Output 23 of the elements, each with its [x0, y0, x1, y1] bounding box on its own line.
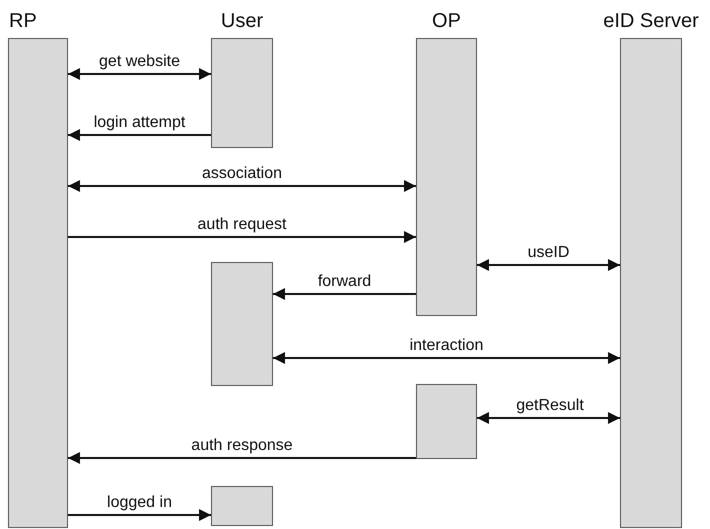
- message-arrow: [68, 509, 211, 521]
- message-arrow: [273, 352, 620, 364]
- message-arrow: [68, 452, 416, 464]
- edge-label: getResult: [514, 397, 586, 415]
- lifeline-heading: OP: [432, 10, 461, 33]
- message-arrow: [68, 68, 211, 80]
- activation-bar: [416, 384, 477, 459]
- message-arrow: [273, 288, 416, 300]
- message-arrow: [68, 180, 416, 192]
- lifeline-heading: eID Server: [603, 10, 699, 33]
- edge-label: login attempt: [92, 114, 188, 132]
- lifeline-heading: RP: [9, 10, 37, 33]
- edge-label: auth request: [196, 216, 288, 234]
- edge-label: auth response: [189, 437, 295, 455]
- edge-label: get website: [97, 53, 182, 71]
- edge-label: logged in: [105, 494, 174, 512]
- message-arrow: [477, 412, 620, 424]
- activation-bar: [211, 262, 273, 386]
- activation-bar: [211, 486, 273, 526]
- message-arrow: [68, 129, 211, 141]
- lifeline-heading: User: [220, 10, 264, 33]
- message-arrow: [68, 231, 416, 243]
- message-arrow: [477, 259, 620, 271]
